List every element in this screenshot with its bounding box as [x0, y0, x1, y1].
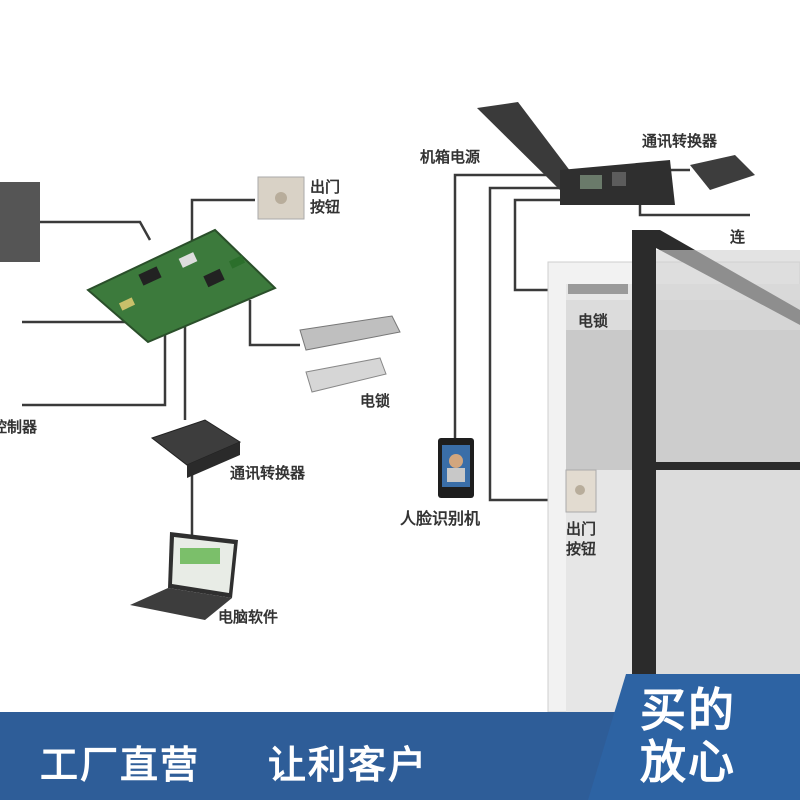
label-electric-lock-right: 电锁 — [578, 312, 609, 330]
label-comm-converter-left: 通讯转换器 — [230, 464, 306, 482]
label-electric-lock-left: 电锁 — [360, 392, 391, 410]
badge-line-2: 放心 — [640, 735, 736, 789]
door-frame — [547, 230, 800, 713]
slogan-customer-benefit: 让利客户 — [268, 743, 429, 787]
chassis-power-device — [477, 102, 675, 205]
comm-converter-left-device — [150, 419, 242, 478]
trust-badge-text: 买的 放心 — [640, 684, 736, 788]
label-exit-button-right-2: 按钮 — [566, 540, 597, 558]
label-computer-software: 电脑软件 — [218, 608, 279, 626]
face-recognition-terminal — [438, 438, 474, 498]
trust-badge — [588, 674, 800, 800]
controller-unit-partial — [0, 182, 40, 262]
label-connector-partial: 连 — [730, 228, 746, 246]
electric-lock-left-device — [299, 315, 401, 393]
controller-board — [86, 228, 277, 344]
label-exit-button-left-1: 出门 — [310, 178, 341, 196]
exit-button-right-device — [565, 469, 597, 513]
badge-line-1: 买的 — [640, 683, 736, 737]
exit-button-left-device — [257, 176, 305, 220]
comm-converter-right-device — [690, 155, 755, 190]
right-wiring — [453, 168, 750, 502]
label-controller: 控制器 — [0, 418, 38, 436]
left-wiring — [22, 198, 300, 545]
label-face-recognition: 人脸识别机 — [400, 509, 481, 528]
laptop-device — [130, 532, 238, 620]
label-exit-button-left-2: 按钮 — [310, 198, 341, 216]
slogan-factory-direct: 工厂直营 — [40, 743, 201, 787]
label-exit-button-right-1: 出门 — [566, 520, 597, 538]
label-comm-converter-right: 通讯转换器 — [642, 132, 718, 150]
label-chassis-power: 机箱电源 — [420, 148, 481, 166]
